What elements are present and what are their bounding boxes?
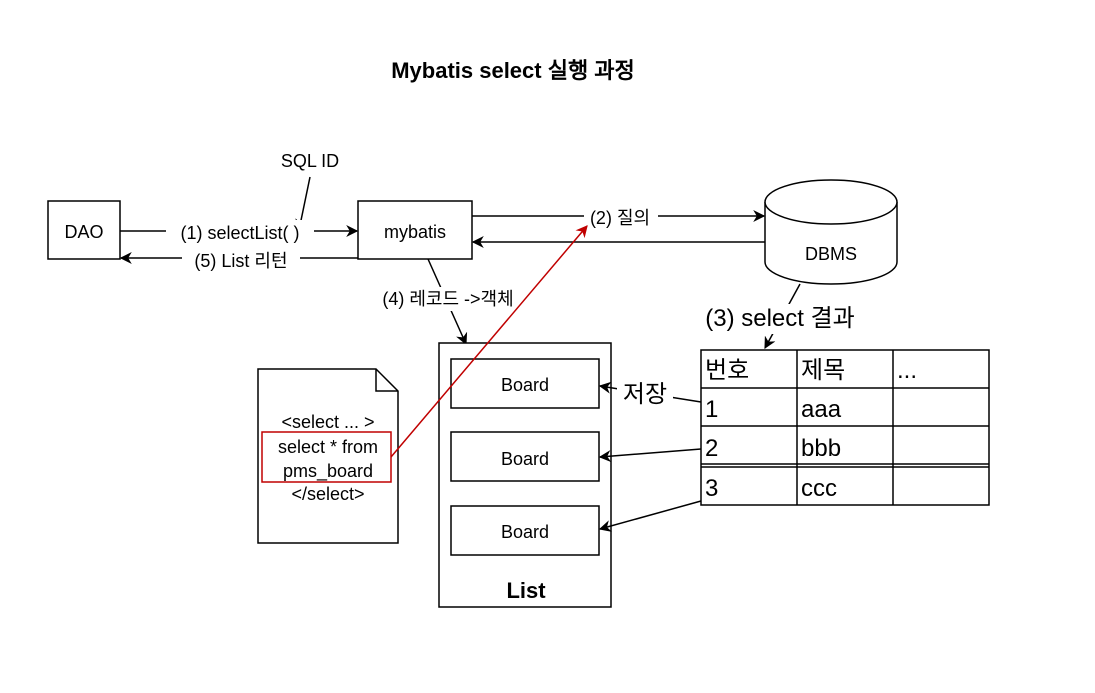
dbms-node: DBMS (764, 179, 898, 285)
diagram-title: Mybatis select 실행 과정 (391, 58, 635, 83)
mybatis-node: mybatis (357, 200, 473, 260)
store-arrow-2 (598, 448, 702, 463)
list-return-label: (5) List 리턴 (194, 251, 287, 271)
record-to-object-label: (4) 레코드 ->객체 (382, 289, 513, 309)
table-header: 제목 (801, 357, 845, 384)
query-label: (2) 질의 (590, 208, 650, 228)
board-box-3: Board (450, 505, 600, 556)
select-list-label: (1) selectList( ) (180, 223, 299, 243)
table-cell: 3 (705, 475, 718, 502)
dao-label: DAO (64, 222, 103, 242)
store-arrow-3 (598, 500, 702, 532)
board-box-1: Board (450, 358, 600, 409)
dao-node: DAO (47, 200, 121, 260)
board-label-3: Board (501, 522, 549, 542)
table-header: 번호 (705, 357, 749, 384)
mapper-line-1: <select ... > (281, 412, 374, 432)
mapper-line-3: pms_board (283, 461, 373, 482)
table-cell: bbb (801, 435, 841, 462)
table-cell: aaa (801, 396, 842, 423)
table-cell: ccc (801, 475, 837, 502)
board-label-1: Board (501, 375, 549, 395)
board-box-2: Board (450, 431, 600, 482)
sql-id-label: SQL ID (281, 151, 339, 171)
mapper-line-2: select * from (278, 437, 378, 457)
table-cell: 1 (705, 396, 718, 423)
table-cell: 2 (705, 435, 718, 462)
result-table: 번호 제목 ... 1 aaa 2 bbb 3 ccc (700, 349, 990, 506)
table-header: ... (897, 357, 917, 384)
mybatis-label: mybatis (384, 222, 446, 242)
dbms-label: DBMS (805, 244, 857, 264)
sql-to-query-arrow (390, 225, 588, 458)
select-result-label: (3) select 결과 (705, 305, 855, 332)
board-label-2: Board (501, 449, 549, 469)
store-label: 저장 (623, 381, 667, 408)
mapper-line-4: </select> (291, 484, 364, 504)
list-label: List (506, 578, 546, 603)
mapper-document: <select ... > select * from pms_board </… (257, 368, 399, 544)
